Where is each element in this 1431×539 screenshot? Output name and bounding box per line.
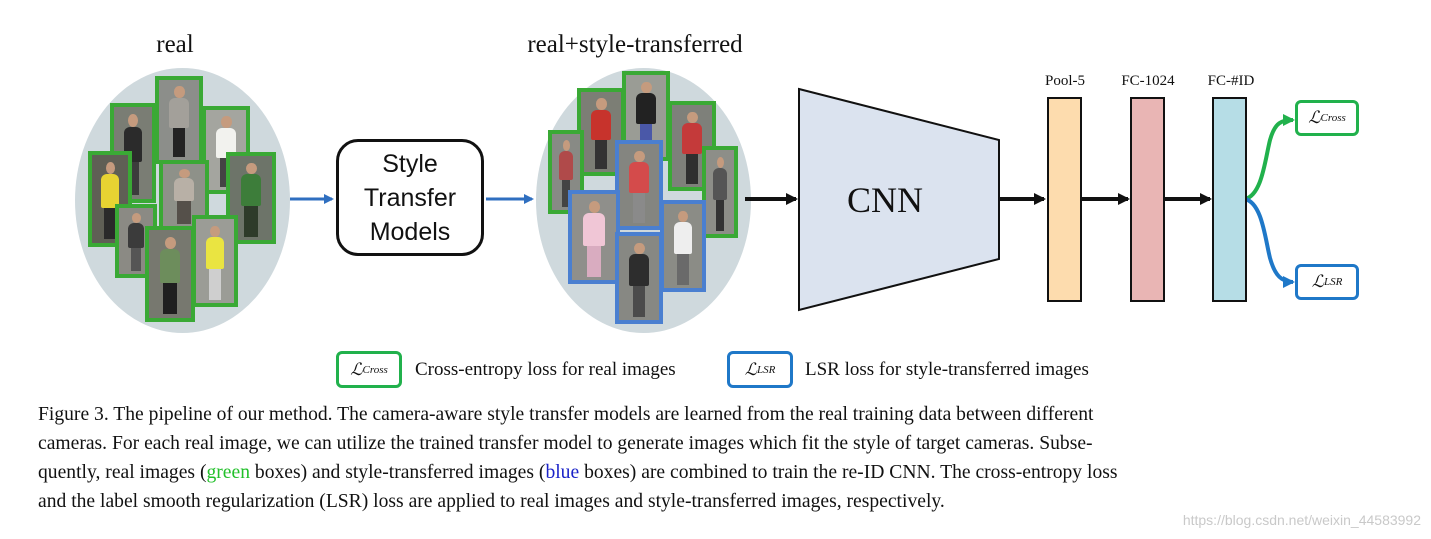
pool5-layer [1047,97,1082,302]
caption-text: boxes) and style-transferred images ( [250,462,546,483]
style-transfer-models-box: Style Transfer Models [336,139,484,256]
style-transfer-line: Style [382,149,438,178]
fcid-label: FC-#ID [1207,73,1255,89]
figure-caption: Figure 3. The pipeline of our method. Th… [38,400,1394,516]
legend-lsr-text: LSR loss for style-transferred images [805,359,1089,380]
legend-lsr-symbol: ℒ [744,359,757,379]
caption-blue-word: blue [545,462,580,483]
fc1024-label: FC-1024 [1121,73,1175,89]
person-image [702,146,738,238]
legend-cross-text: Cross-entropy loss for real images [415,359,676,380]
legend-lsr-subscript: LSR [756,363,776,376]
mixed-label: real+style-transferred [527,31,743,58]
fc1024-layer [1130,97,1165,302]
person-image [192,215,238,307]
pipeline-diagram [290,87,1295,312]
pool5-label: Pool-5 [1044,73,1085,89]
caption-green-word: green [206,462,250,483]
person-image [155,76,203,164]
watermark: https://blog.csdn.net/weixin_44583992 [1182,512,1421,528]
real-label: real [156,31,194,58]
caption-text: boxes) are combined to train the re-ID C… [579,462,1118,483]
person-image [615,140,663,230]
fcid-layer [1212,97,1247,302]
loss-cross-symbol: ℒ [1308,108,1321,127]
loss-cross-subscript: Cross [1320,112,1346,124]
caption-line: Figure 3. The pipeline of our method. Th… [38,404,1094,425]
branch-lsr [1244,197,1295,288]
loss-lsr-symbol: ℒ [1311,272,1324,291]
cnn-label: CNN [846,180,923,220]
person-image [668,101,716,191]
person-image [660,200,706,292]
person-image [88,151,132,247]
caption-line: cameras. For each real image, we can uti… [38,433,1093,454]
style-transfer-line: Transfer [363,183,457,212]
legend-cross-symbol: ℒ [350,359,363,379]
cnn-trapezoid [798,87,1000,312]
caption-text: quently, real images ( [38,462,207,483]
person-image [145,226,195,322]
caption-line: and the label smooth regularization (LSR… [38,491,945,512]
person-image [159,160,209,230]
style-transfer-line: Models [369,217,451,246]
caption-line: quently, real images (green boxes) and s… [38,458,1394,487]
person-image [226,152,276,244]
legend-cross-subscript: Cross [362,363,388,376]
loss-lsr-subscript: LSR [1323,276,1343,288]
person-image [615,232,663,324]
branch-cross [1244,114,1295,201]
